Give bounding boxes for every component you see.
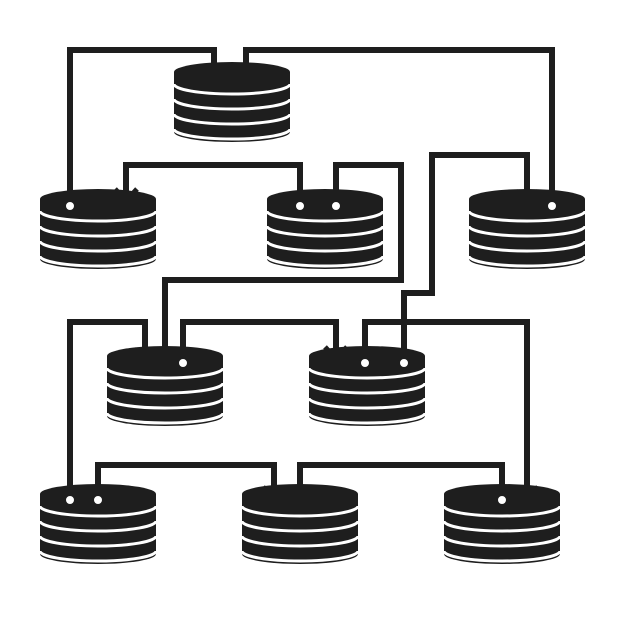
socket-dot <box>294 200 306 212</box>
socket-dot <box>546 200 558 212</box>
database-layer-separator <box>38 550 158 563</box>
database-layer-separator <box>467 210 587 223</box>
socket-dot <box>64 494 76 506</box>
connector-row3right-to-row2right <box>401 152 530 359</box>
database-layer-separator <box>307 397 427 410</box>
database-layer-separator <box>105 367 225 380</box>
connector-bottomright-to-bottommid <box>297 462 505 488</box>
database-body <box>107 346 223 426</box>
database-layer-separator <box>467 225 587 238</box>
database-layer-separator <box>265 240 385 253</box>
database-layer-separator <box>38 520 158 533</box>
connector-bottomleft-to-bottommid <box>95 462 277 500</box>
connector-row2mid-to-row2left <box>123 162 303 206</box>
database-layer-separator <box>307 412 427 425</box>
database-layer-separator <box>172 83 292 96</box>
database-layer-separator <box>265 225 385 238</box>
socket-dot <box>398 357 410 369</box>
database-layer-separator <box>240 550 360 563</box>
database-layer-separator <box>442 535 562 548</box>
db-bottom-mid-database-stack-icon <box>240 484 360 564</box>
socket-dot <box>330 200 342 212</box>
database-layer-separator <box>240 535 360 548</box>
socket-dot <box>177 357 189 369</box>
database-body <box>267 189 383 269</box>
database-layer-separator <box>307 382 427 395</box>
database-layer-separator <box>38 225 158 238</box>
database-layer-separator <box>265 210 385 223</box>
connector-row3right-to-bottomright <box>362 319 530 488</box>
db-row3-right-database-stack-icon <box>307 346 427 426</box>
database-layer-separator <box>38 535 158 548</box>
database-layer-separator <box>38 255 158 268</box>
connector-row3left-to-row3right <box>180 319 339 359</box>
connection-sockets <box>64 200 558 506</box>
database-layer-separator <box>442 520 562 533</box>
database-body <box>469 189 585 269</box>
connector-row2right-to-top <box>243 47 555 206</box>
database-layer-separator <box>307 367 427 380</box>
database-layer-separator <box>105 382 225 395</box>
database-layer-separator <box>240 520 360 533</box>
socket-dot <box>92 494 104 506</box>
db-row2-mid-database-stack-icon <box>265 189 385 269</box>
database-layer-separator <box>467 255 587 268</box>
db-bottom-right-database-stack-icon <box>442 484 562 564</box>
database-layer-separator <box>38 210 158 223</box>
database-layer-separator <box>38 240 158 253</box>
database-layer-separator <box>442 550 562 563</box>
db-row2-right-database-stack-icon <box>467 189 587 269</box>
connector-row2left-to-top <box>67 47 217 206</box>
database-layer-separator <box>105 412 225 425</box>
database-layer-separator <box>467 240 587 253</box>
database-layer-separator <box>172 113 292 126</box>
db-row3-left-database-stack-icon <box>105 346 225 426</box>
socket-dot <box>496 494 508 506</box>
socket-dot <box>64 200 76 212</box>
database-body <box>242 484 358 564</box>
connector-lines <box>67 47 555 500</box>
db-row2-left-database-stack-icon <box>38 189 158 269</box>
database-layer-separator <box>105 397 225 410</box>
database-body <box>40 189 156 269</box>
database-layer-separator <box>265 255 385 268</box>
database-layer-separator <box>442 505 562 518</box>
connector-row2mid-to-row3left <box>162 162 404 350</box>
db-top-database-stack-icon <box>172 62 292 142</box>
database-layer-separator <box>38 505 158 518</box>
database-layer-separator <box>172 128 292 141</box>
socket-dot <box>359 357 371 369</box>
connector-bottomleft-to-row3left <box>67 319 148 500</box>
database-layer-separator <box>240 505 360 518</box>
database-body <box>174 62 290 142</box>
database-layer-separator <box>172 98 292 111</box>
